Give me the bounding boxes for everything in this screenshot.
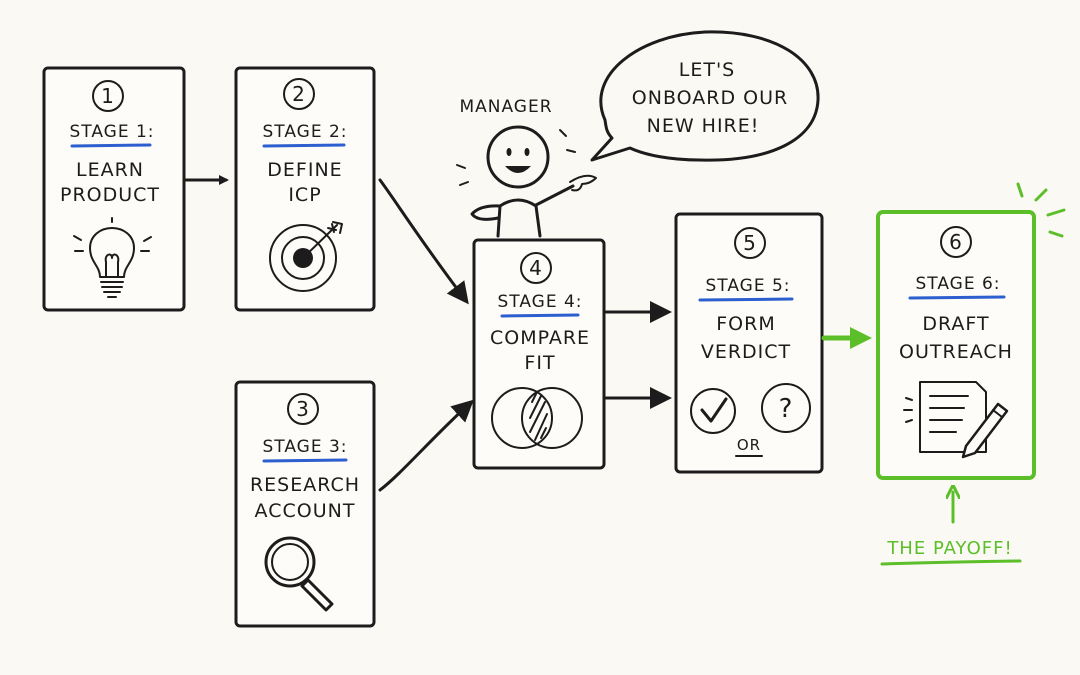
document-pencil-icon bbox=[903, 381, 1009, 459]
stage-3-title-line-1: RESEARCH bbox=[250, 474, 360, 496]
manager-label: MANAGER bbox=[459, 97, 552, 117]
payoff-callout: THE PAYOFF! bbox=[880, 492, 1022, 566]
stage-2-label: STAGE 2: bbox=[262, 122, 347, 142]
target-icon bbox=[269, 221, 343, 292]
stage-3-label: STAGE 3: bbox=[262, 437, 347, 457]
stage-6-number: 6 bbox=[949, 230, 963, 254]
stage-6-card: 6 STAGE 6: DRAFT OUTREACH bbox=[876, 210, 1036, 480]
stage-4-card: 4 STAGE 4: COMPARE FIT bbox=[472, 238, 606, 470]
stage-4-number: 4 bbox=[529, 256, 543, 280]
stage-4-title-line-1: COMPARE bbox=[490, 327, 590, 349]
magnifier-icon bbox=[264, 536, 334, 612]
stage-3-title-line-2: ACCOUNT bbox=[255, 500, 356, 522]
manager-figure: MANAGER bbox=[456, 97, 597, 238]
sparkle-marks bbox=[1016, 182, 1066, 238]
stage-3-card: 3 STAGE 3: RESEARCH ACCOUNT bbox=[234, 380, 376, 628]
lightbulb-icon bbox=[73, 217, 152, 298]
stage-1-title-line-1: LEARN bbox=[76, 159, 144, 181]
stage-1-card: 1 STAGE 1: LEARN PRODUCT bbox=[42, 66, 186, 312]
stage-5-title-line-2: VERDICT bbox=[701, 341, 791, 363]
payoff-text: THE PAYOFF! bbox=[886, 538, 1012, 559]
svg-text:?: ? bbox=[779, 394, 794, 424]
stage-5-card: 5 STAGE 5: FORM VERDICT ? OR bbox=[674, 212, 824, 474]
stage-1-number: 1 bbox=[101, 84, 115, 108]
stage-5-number: 5 bbox=[743, 231, 757, 255]
arrow-stage-2-to-4 bbox=[378, 178, 469, 305]
speech-line-3: NEW HIRE! bbox=[647, 115, 760, 137]
arrow-stage-3-to-4 bbox=[378, 399, 474, 492]
venn-diagram-icon bbox=[491, 387, 583, 449]
stage-1-label: STAGE 1: bbox=[69, 122, 154, 142]
stage-6-label: STAGE 6: bbox=[915, 274, 1000, 294]
stage-2-number: 2 bbox=[292, 82, 306, 106]
stage-2-title-line-1: DEFINE bbox=[267, 159, 342, 181]
stage-2-title-line-2: ICP bbox=[288, 184, 321, 206]
speech-line-1: LET'S bbox=[679, 59, 735, 81]
stage-2-card: 2 STAGE 2: DEFINE ICP bbox=[234, 66, 376, 312]
speech-line-2: ONBOARD OUR bbox=[632, 87, 788, 109]
stage-5-or-label: OR bbox=[737, 436, 761, 454]
stage-5-title-line-1: FORM bbox=[716, 313, 775, 335]
stage-6-title-line-1: DRAFT bbox=[922, 313, 989, 335]
stage-1-title-line-2: PRODUCT bbox=[60, 184, 160, 206]
stage-4-title-line-2: FIT bbox=[524, 352, 555, 374]
speech-bubble: LET'S ONBOARD OUR NEW HIRE! bbox=[590, 30, 820, 162]
stage-5-label: STAGE 5: bbox=[705, 276, 790, 296]
check-or-question-icon: ? OR bbox=[690, 383, 811, 457]
stage-4-label: STAGE 4: bbox=[497, 292, 582, 312]
stage-3-number: 3 bbox=[296, 397, 310, 421]
stage-6-title-line-2: OUTREACH bbox=[899, 341, 1013, 363]
